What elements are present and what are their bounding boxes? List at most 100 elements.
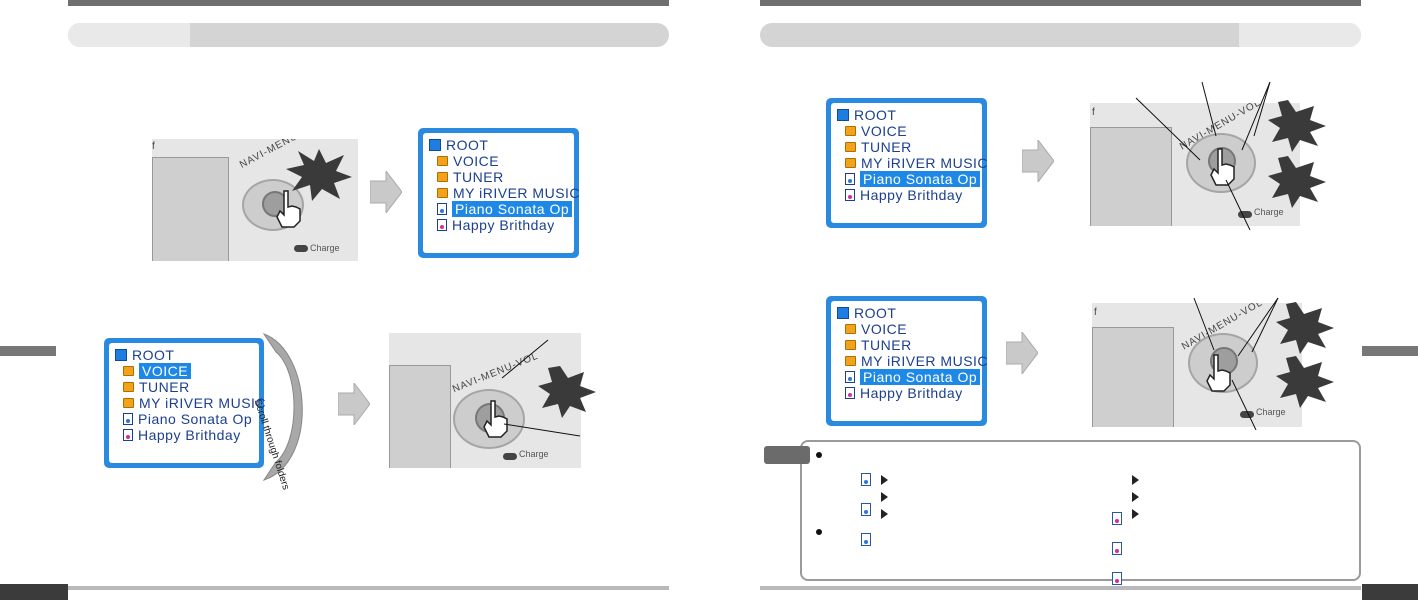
folder-icon	[845, 340, 856, 350]
triangle-marker-icon	[881, 475, 888, 485]
right-edge-tab	[1362, 346, 1418, 356]
device-image-left-top: f NAVI-MENU-VOL Charge	[152, 139, 358, 261]
charge-label: Charge	[310, 243, 340, 253]
hand-icon	[1206, 354, 1231, 392]
device-screen	[1092, 327, 1174, 427]
list-item[interactable]: MY iRIVER MUSIC	[115, 395, 266, 411]
left-header-band	[68, 23, 669, 47]
list-item[interactable]: VOICE	[429, 153, 568, 169]
file-type-icon	[1112, 542, 1122, 555]
left-edge-tab	[0, 346, 56, 356]
right-header-band	[760, 23, 1361, 47]
lcd-screen-right-bottom: ROOT VOICE TUNER MY iRIVER MUSIC Piano S…	[826, 296, 988, 426]
device-image-right-bottom: f NAVI-MENU-VOL Charge	[1092, 303, 1302, 427]
list-item-selected[interactable]: Piano Sonata Op	[429, 201, 573, 217]
charge-label: Charge	[1256, 407, 1286, 417]
list-item[interactable]: Happy Brithday	[837, 385, 976, 401]
bullet-dot	[816, 452, 822, 458]
file-type-icon	[861, 473, 871, 486]
callout-lines	[501, 339, 596, 437]
music-file-icon	[845, 387, 855, 399]
lcd-screen-right-top: ROOT VOICE TUNER MY iRIVER MUSIC Piano S…	[826, 98, 988, 228]
file-type-icon	[861, 503, 871, 516]
left-page-corner	[0, 584, 68, 600]
list-item[interactable]: VOICE	[837, 321, 976, 337]
charge-led	[503, 453, 517, 460]
folder-icon	[437, 172, 448, 182]
file-type-icon	[1112, 572, 1122, 585]
step-arrow-icon	[370, 171, 402, 213]
lcd-screen-left-bottom: ROOT VOICE TUNER MY iRIVER MUSIC Piano S…	[104, 338, 266, 468]
callout-lines	[1135, 81, 1326, 230]
triangle-marker-icon	[1132, 509, 1139, 519]
note-box	[800, 440, 1361, 581]
list-item[interactable]: MY iRIVER MUSIC	[429, 185, 580, 201]
charge-label: Charge	[519, 449, 549, 459]
right-header-cap	[1239, 23, 1361, 47]
triangle-marker-icon	[1132, 492, 1139, 502]
list-item[interactable]: TUNER	[837, 139, 976, 155]
music-file-icon	[437, 219, 447, 231]
folder-icon	[123, 366, 134, 376]
list-root: ROOT	[837, 107, 976, 123]
device-f-mark: f	[152, 141, 156, 152]
hand-icon	[276, 190, 301, 228]
device-f-mark: f	[1094, 307, 1098, 318]
folder-icon	[437, 156, 448, 166]
right-page-corner	[1362, 584, 1418, 600]
charge-led	[1238, 211, 1252, 218]
right-top-rule	[760, 0, 1361, 6]
device-image-right-top: f NAVI-MENU-VOL Charge	[1090, 103, 1300, 226]
step-arrow-icon	[1006, 332, 1038, 374]
folder-icon	[845, 356, 856, 366]
hand-icon	[483, 400, 508, 438]
device-screen	[1090, 127, 1172, 226]
music-file-icon	[123, 413, 133, 425]
list-item[interactable]: MY iRIVER MUSIC	[837, 353, 988, 369]
music-file-icon	[123, 429, 133, 441]
scroll-arc-icon	[262, 332, 303, 481]
list-item[interactable]: Happy Brithday	[837, 187, 976, 203]
lcd-screen-left-top: ROOT VOICE TUNER MY iRIVER MUSIC Piano S…	[418, 128, 580, 258]
list-item[interactable]: TUNER	[115, 379, 253, 395]
root-folder-icon	[837, 109, 849, 121]
list-item[interactable]: MY iRIVER MUSIC	[837, 155, 988, 171]
file-type-icon	[1112, 512, 1122, 525]
music-file-icon	[845, 371, 855, 383]
list-root: ROOT	[837, 305, 976, 321]
right-bottom-rule	[760, 586, 1361, 590]
left-bottom-rule	[68, 586, 669, 590]
folder-icon	[845, 324, 856, 334]
left-header-cap	[68, 23, 190, 47]
callout-lines	[1193, 297, 1334, 430]
list-item[interactable]: TUNER	[429, 169, 568, 185]
list-item-selected[interactable]: Piano Sonata Op	[837, 171, 981, 187]
step-arrow-icon	[338, 383, 370, 425]
root-folder-icon	[429, 139, 441, 151]
folder-icon	[437, 188, 448, 198]
device-screen	[152, 157, 229, 261]
triangle-marker-icon	[1132, 475, 1139, 485]
hand-icon	[1210, 148, 1235, 186]
list-item[interactable]: Piano Sonata Op	[115, 411, 253, 427]
folder-icon	[845, 142, 856, 152]
list-item-selected[interactable]: Piano Sonata Op	[837, 369, 981, 385]
file-type-icon	[861, 533, 871, 546]
music-file-icon	[437, 203, 447, 215]
list-item-selected[interactable]: VOICE	[115, 363, 253, 379]
left-top-rule	[68, 0, 669, 6]
device-f-mark: f	[1092, 107, 1096, 118]
navi-knob[interactable]	[242, 179, 304, 231]
music-file-icon	[845, 189, 855, 201]
list-item[interactable]: Happy Brithday	[115, 427, 253, 443]
triangle-marker-icon	[881, 492, 888, 502]
list-item[interactable]: TUNER	[837, 337, 976, 353]
list-item[interactable]: VOICE	[837, 123, 976, 139]
list-root: ROOT	[429, 137, 568, 153]
charge-led	[294, 245, 308, 252]
charge-led	[1240, 411, 1254, 418]
device-screen	[389, 365, 451, 468]
press-burst-icon	[286, 149, 352, 201]
folder-icon	[123, 382, 134, 392]
list-item[interactable]: Happy Brithday	[429, 217, 568, 233]
